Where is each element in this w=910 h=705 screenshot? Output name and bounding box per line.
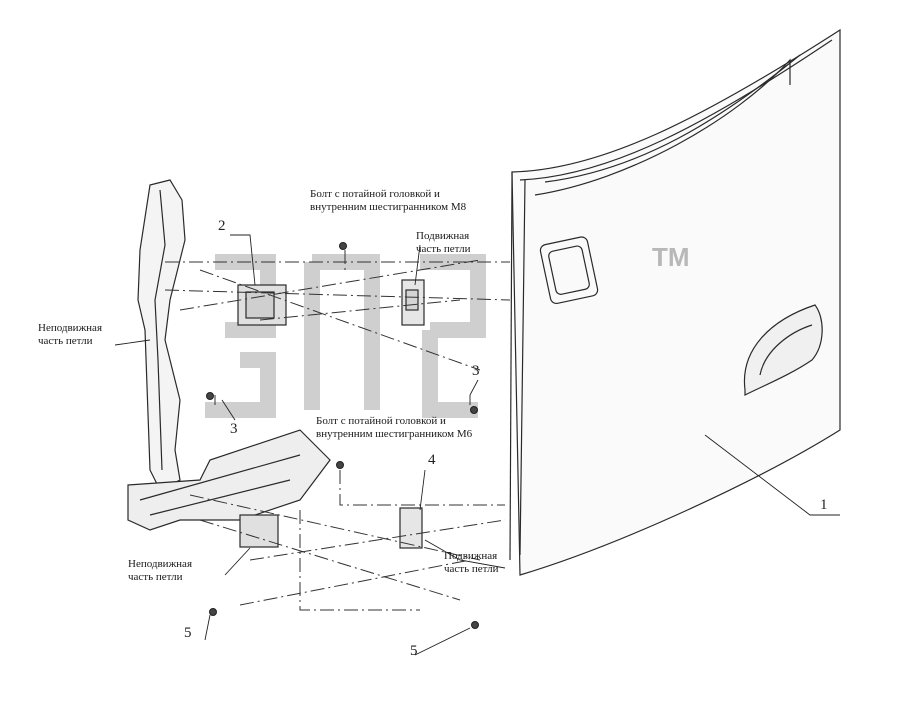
lower-moving-hinge: [399, 507, 423, 549]
label-bolt-m6-line2: внутренним шестигранником М6: [316, 428, 473, 440]
callout-3-left: 3: [230, 421, 238, 437]
callout-2: 2: [218, 218, 226, 234]
callout-5-left: 5: [184, 625, 192, 641]
bolt-5-left: [209, 608, 217, 616]
upper-moving-hinge: [401, 279, 425, 326]
bolts: [206, 242, 479, 629]
label-moving-hinge-top-line2: часть петли: [416, 243, 471, 255]
door-panel: [509, 28, 841, 576]
label-fixed-hinge-bottom-line1: Неподвижная: [128, 558, 193, 570]
bolt-left-3: [206, 392, 214, 400]
label-fixed-hinge-top-line2: часть петли: [38, 335, 93, 347]
label-fixed-hinge-bottom-line2: часть петли: [128, 571, 183, 583]
bolt-m6: [336, 461, 344, 469]
assembly-lines: [164, 250, 511, 611]
label-bolt-m8-line1: Болт с потайной головкой и: [310, 188, 440, 200]
label-moving-hinge-bottom-line2: часть петли: [444, 563, 499, 575]
watermark-tm: TM: [652, 242, 690, 272]
callout-1: 1: [820, 497, 828, 513]
label-moving-hinge-bottom-line1: Подвижная: [444, 550, 498, 562]
leader-lines: [114, 234, 840, 656]
bolt-5-right: [471, 621, 479, 629]
label-moving-hinge-top-line1: Подвижная: [416, 230, 470, 242]
callout-4: 4: [428, 452, 436, 468]
body-pillar: [127, 179, 331, 531]
label-bolt-m6-line1: Болт с потайной головкой и: [316, 415, 446, 427]
upper-fixed-hinge: [237, 284, 287, 326]
callout-3-right: 3: [472, 363, 480, 379]
label-fixed-hinge-top-line1: Неподвижная: [38, 322, 103, 334]
bolt-m8-right: [470, 406, 478, 414]
bolt-m8-top: [339, 242, 347, 250]
label-bolt-m8-line2: внутренним шестигранником М8: [310, 201, 467, 213]
callout-5-right: 5: [410, 643, 418, 659]
